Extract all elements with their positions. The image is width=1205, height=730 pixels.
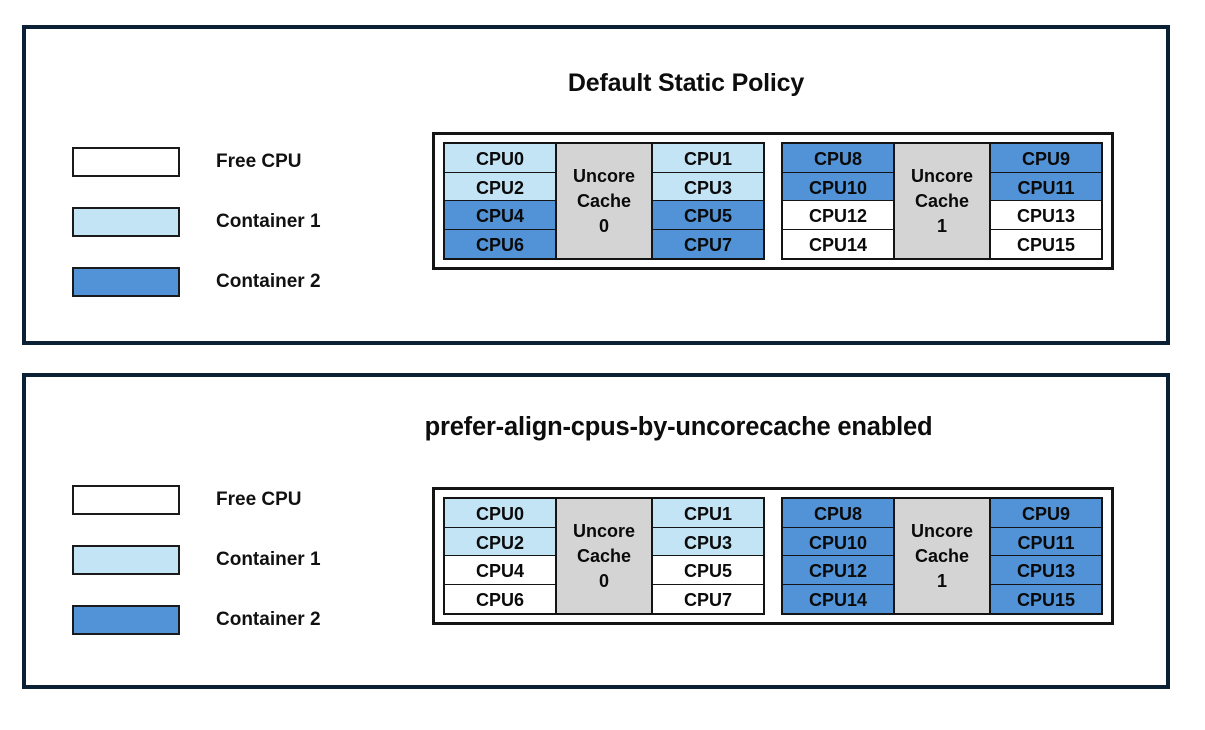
cpu-cell: CPU10 [782,526,894,557]
legend-label-container-1: Container 1 [216,211,321,232]
cpu-cell: CPU4 [444,200,556,231]
legend-swatch-container-1 [72,207,180,237]
panel-default-static-policy: Default Static Policy Free CPU Container… [22,25,1170,345]
cpu-column-left: CPU8 CPU10 CPU12 CPU14 [782,498,894,614]
cpu-cell: CPU12 [782,555,894,586]
cpu-cell: CPU11 [990,526,1102,557]
uncore-cache-label-line: Uncore [572,165,635,186]
cpu-cell: CPU5 [652,555,764,586]
cpu-cell: CPU3 [652,171,764,202]
socket-uncore-cache-1: CPU8 CPU10 CPU12 CPU14 Uncore Cache 1 CP… [781,497,1103,615]
legend-item-container-1: Container 1 [72,192,321,252]
legend-label-free-cpu: Free CPU [216,151,302,172]
legend: Free CPU Container 1 Container 2 [72,470,321,650]
uncore-cache-label-line: Uncore [572,520,635,541]
cpu-cell: CPU2 [444,526,556,557]
cpu-cell: CPU1 [652,143,764,174]
legend-label-container-2: Container 2 [216,609,321,630]
legend-item-container-1: Container 1 [72,530,321,590]
cpu-cell: CPU0 [444,143,556,174]
page-title: Default Static Policy [567,69,805,97]
socket-uncore-cache-0: CPU0 CPU2 CPU4 CPU6 Uncore Cache 0 CPU1 … [443,497,765,615]
cpu-column-right: CPU1 CPU3 CPU5 CPU7 [652,498,764,614]
cpu-cell: CPU9 [990,143,1102,174]
cpu-cell: CPU10 [782,171,894,202]
cpu-cell: CPU4 [444,555,556,586]
cpu-cell: CPU15 [990,583,1102,614]
panel-prefer-align-cpus-by-uncorecache: prefer-align-cpus-by-uncorecache enabled… [22,373,1170,689]
legend-label-free-cpu: Free CPU [216,489,302,510]
cpu-cell: CPU2 [444,171,556,202]
cpu-cell: CPU14 [782,228,894,259]
uncore-cache-index: 1 [936,215,947,236]
cpu-cell: CPU3 [652,526,764,557]
cpu-cell: CPU13 [990,555,1102,586]
uncore-cache-label-line: Cache [576,545,632,566]
cpu-cell: CPU7 [652,583,764,614]
legend-item-container-2: Container 2 [72,590,321,650]
legend-swatch-container-2 [72,605,180,635]
cpu-cell: CPU8 [782,143,894,174]
legend-swatch-free-cpu [72,485,180,515]
cpu-cell: CPU12 [782,200,894,231]
uncore-cache-label-line: Uncore [910,520,973,541]
uncore-cache-block: Uncore Cache 0 [555,499,653,613]
cpu-cell: CPU8 [782,498,894,529]
legend-swatch-container-1 [72,545,180,575]
uncore-cache-block: Uncore Cache 1 [893,499,991,613]
socket-uncore-cache-0: CPU0 CPU2 CPU4 CPU6 Uncore Cache 0 CPU1 … [443,142,765,260]
cpu-cell: CPU7 [652,228,764,259]
cpu-cell: CPU6 [444,228,556,259]
cpu-column-left: CPU8 CPU10 CPU12 CPU14 [782,143,894,259]
uncore-cache-label-line: Cache [914,545,970,566]
legend-item-container-2: Container 2 [72,252,321,312]
cpu-cell: CPU15 [990,228,1102,259]
legend: Free CPU Container 1 Container 2 [72,132,321,312]
legend-label-container-1: Container 1 [216,549,321,570]
cpu-cluster: CPU0 CPU2 CPU4 CPU6 Uncore Cache 0 CPU1 … [432,132,1114,270]
uncore-cache-index: 0 [598,570,609,591]
legend-item-free-cpu: Free CPU [72,132,321,192]
cpu-cell: CPU13 [990,200,1102,231]
legend-item-free-cpu: Free CPU [72,470,321,530]
legend-label-container-2: Container 2 [216,271,321,292]
cpu-cell: CPU0 [444,498,556,529]
legend-swatch-free-cpu [72,147,180,177]
cpu-cell: CPU9 [990,498,1102,529]
uncore-cache-label-line: Cache [576,190,632,211]
socket-uncore-cache-1: CPU8 CPU10 CPU12 CPU14 Uncore Cache 1 CP… [781,142,1103,260]
uncore-cache-block: Uncore Cache 0 [555,144,653,258]
cpu-column-right: CPU9 CPU11 CPU13 CPU15 [990,143,1102,259]
cpu-cell: CPU11 [990,171,1102,202]
uncore-cache-index: 0 [598,215,609,236]
uncore-cache-label-line: Cache [914,190,970,211]
cpu-cell: CPU14 [782,583,894,614]
uncore-cache-label-line: Uncore [910,165,973,186]
cpu-cell: CPU6 [444,583,556,614]
cpu-cell: CPU1 [652,498,764,529]
uncore-cache-block: Uncore Cache 1 [893,144,991,258]
cpu-column-left: CPU0 CPU2 CPU4 CPU6 [444,143,556,259]
cpu-column-left: CPU0 CPU2 CPU4 CPU6 [444,498,556,614]
uncore-cache-index: 1 [936,570,947,591]
cpu-cell: CPU5 [652,200,764,231]
cpu-cluster: CPU0 CPU2 CPU4 CPU6 Uncore Cache 0 CPU1 … [432,487,1114,625]
cpu-column-right: CPU1 CPU3 CPU5 CPU7 [652,143,764,259]
cpu-column-right: CPU9 CPU11 CPU13 CPU15 [990,498,1102,614]
page-title: prefer-align-cpus-by-uncorecache enabled [424,413,933,441]
legend-swatch-container-2 [72,267,180,297]
